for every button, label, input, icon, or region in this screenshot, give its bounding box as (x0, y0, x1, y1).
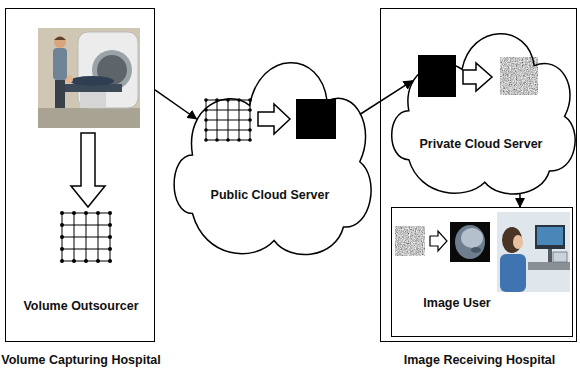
user-photo (500, 254, 526, 292)
mri-photo (38, 28, 140, 128)
mri-photo (54, 36, 66, 48)
volume-grid (72, 211, 76, 215)
volume-grid (60, 235, 64, 239)
brain-scan (450, 222, 490, 262)
noise-image (395, 226, 425, 256)
volume-grid (108, 259, 112, 263)
mri-photo (80, 92, 106, 108)
volume-grid (84, 211, 88, 215)
region-heading: Image Receiving Hospital (381, 353, 578, 368)
mri-photo (38, 108, 140, 128)
volume-grid (108, 247, 112, 251)
user-photo (537, 227, 563, 245)
volume-grid (108, 223, 112, 227)
encrypted-block (296, 55, 456, 139)
role-label: Volume Outsourcer (11, 299, 151, 314)
volume-grid (204, 118, 208, 122)
volume-grid (226, 138, 230, 142)
server-label: Public Cloud Server (195, 188, 345, 203)
brain-scan (461, 228, 483, 248)
flow-arrow (519, 193, 521, 207)
user-photo (497, 212, 570, 292)
user-photo (535, 225, 565, 249)
volume-grid (204, 98, 208, 102)
volume-grid (108, 211, 112, 215)
volume-grid (60, 211, 64, 215)
volume-grid (60, 247, 64, 251)
brain-scan (450, 222, 490, 262)
cloud-outline (386, 13, 576, 201)
volume-grid (248, 138, 252, 142)
volume-grid (96, 211, 100, 215)
mri-photo (78, 32, 138, 108)
volume-grid (204, 128, 208, 132)
user-box: Image User (391, 207, 573, 337)
volume-grid (62, 213, 110, 261)
mri-photo (55, 80, 65, 108)
volume-grid (248, 128, 252, 132)
user-photo (502, 227, 522, 253)
flow-arrow (155, 90, 197, 119)
user-photo (553, 252, 567, 262)
mri-photo (70, 76, 114, 86)
cloud-server: Private Cloud Server (386, 13, 576, 201)
cloud-server: Public Cloud Server (168, 38, 372, 263)
user-photo (513, 235, 523, 249)
hollow-arrow (430, 231, 447, 251)
brain-scan (471, 247, 481, 253)
hospital-region: Image Receiving HospitalPrivate Cloud Se… (380, 8, 577, 342)
brain-scan (455, 225, 485, 259)
volume-grid (84, 259, 88, 263)
flow-arrow (360, 81, 413, 115)
role-label: Image User (407, 296, 507, 311)
hollow-arrow (463, 63, 492, 91)
mri-photo (54, 37, 66, 41)
user-photo (548, 249, 552, 262)
volume-grid (96, 259, 100, 263)
hollow-arrow (71, 133, 105, 207)
volume-grid (206, 100, 250, 140)
volume-grid (60, 98, 252, 263)
cloud-outline (392, 34, 575, 194)
encrypted-block (296, 99, 336, 139)
volume-grid (72, 259, 76, 263)
cloud-outline (174, 63, 371, 255)
volume-grid (60, 259, 64, 263)
mri-photo (38, 28, 140, 128)
volume-grid (108, 235, 112, 239)
volume-grid (60, 223, 64, 227)
volume-grid (248, 108, 252, 112)
user-photo (497, 212, 570, 292)
hollow-arrow (258, 104, 290, 134)
volume-grid (204, 138, 208, 142)
encrypted-block (418, 55, 456, 97)
noise-image (500, 57, 538, 95)
user-photo (528, 262, 570, 270)
volume-grid (248, 118, 252, 122)
region-heading: Volume Capturing Hospital (1, 353, 161, 368)
server-label: Private Cloud Server (406, 137, 556, 152)
volume-grid (215, 138, 219, 142)
volume-grid (237, 138, 241, 142)
mri-photo (53, 48, 67, 80)
hospital-region: Volume OutsourcerVolume Capturing Hospit… (5, 8, 155, 342)
cloud-outline (168, 38, 372, 263)
